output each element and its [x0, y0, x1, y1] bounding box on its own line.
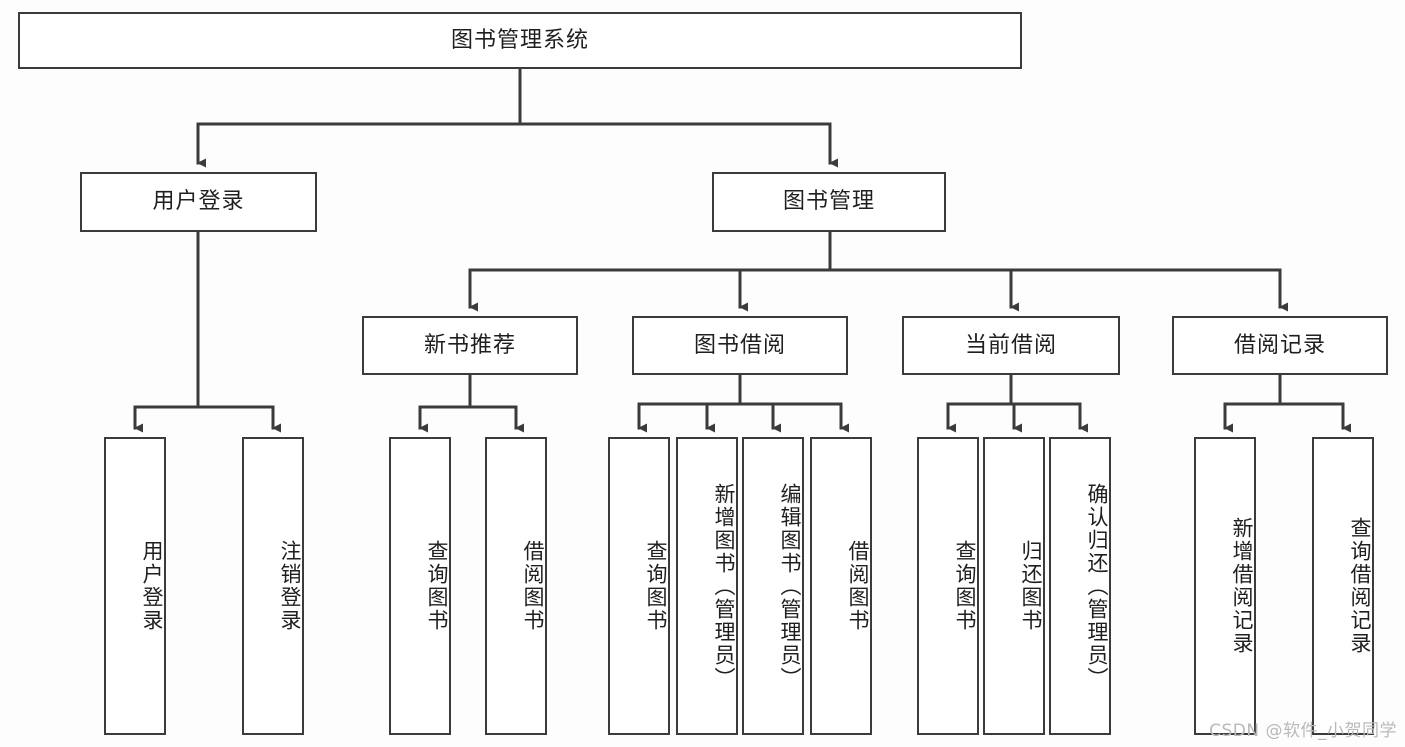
node-leaf-borrow-book[interactable]: 借阅图书 — [810, 437, 872, 735]
node-leaf-logout-label: 注销登录 — [278, 540, 302, 632]
node-leaf-confirm-return-admin-label: 确认归还（管理员） — [1085, 482, 1109, 690]
node-current-borrow-label: 当前借阅 — [964, 332, 1057, 358]
node-leaf-user-login-label: 用户登录 — [140, 540, 164, 632]
node-current-borrow[interactable]: 当前借阅 — [902, 316, 1120, 375]
node-leaf-borrow-book-recommend-label: 借阅图书 — [521, 540, 545, 632]
node-book-manage[interactable]: 图书管理 — [712, 172, 946, 232]
node-new-book-recommend[interactable]: 新书推荐 — [362, 316, 578, 375]
node-leaf-borrow-book-recommend[interactable]: 借阅图书 — [485, 437, 547, 735]
node-leaf-query-book-borrow-label: 查询图书 — [644, 540, 668, 632]
node-leaf-add-book-admin-label: 新增图书（管理员） — [712, 482, 736, 690]
node-leaf-add-book-admin[interactable]: 新增图书（管理员） — [676, 437, 738, 735]
node-leaf-query-borrow-record-label: 查询借阅记录 — [1348, 517, 1372, 655]
node-new-book-recommend-label: 新书推荐 — [423, 332, 516, 358]
node-leaf-query-book-current-label: 查询图书 — [953, 540, 977, 632]
node-leaf-add-borrow-record[interactable]: 新增借阅记录 — [1194, 437, 1256, 735]
watermark-text: CSDN @软件_小贺同学 — [1209, 721, 1397, 741]
node-leaf-query-borrow-record[interactable]: 查询借阅记录 — [1312, 437, 1374, 735]
node-leaf-return-book[interactable]: 归还图书 — [983, 437, 1045, 735]
node-leaf-logout[interactable]: 注销登录 — [242, 437, 304, 735]
node-leaf-edit-book-admin[interactable]: 编辑图书（管理员） — [742, 437, 804, 735]
node-book-borrow-label: 图书借阅 — [693, 332, 786, 358]
node-root-label: 图书管理系统 — [450, 27, 589, 53]
node-leaf-return-book-label: 归还图书 — [1019, 540, 1043, 632]
node-leaf-query-book-borrow[interactable]: 查询图书 — [608, 437, 670, 735]
node-user-login-label: 用户登录 — [152, 189, 245, 215]
node-root[interactable]: 图书管理系统 — [18, 12, 1022, 69]
node-leaf-confirm-return-admin[interactable]: 确认归还（管理员） — [1049, 437, 1111, 735]
node-book-manage-label: 图书管理 — [782, 189, 875, 215]
node-borrow-record[interactable]: 借阅记录 — [1172, 316, 1388, 375]
node-leaf-query-book-current[interactable]: 查询图书 — [917, 437, 979, 735]
node-leaf-borrow-book-label: 借阅图书 — [846, 540, 870, 632]
node-book-borrow[interactable]: 图书借阅 — [632, 316, 848, 375]
node-user-login[interactable]: 用户登录 — [80, 172, 317, 232]
node-borrow-record-label: 借阅记录 — [1233, 332, 1326, 358]
node-leaf-edit-book-admin-label: 编辑图书（管理员） — [778, 482, 802, 690]
node-leaf-query-book-recommend-label: 查询图书 — [425, 540, 449, 632]
node-leaf-user-login[interactable]: 用户登录 — [104, 437, 166, 735]
node-leaf-add-borrow-record-label: 新增借阅记录 — [1230, 517, 1254, 655]
node-leaf-query-book-recommend[interactable]: 查询图书 — [389, 437, 451, 735]
